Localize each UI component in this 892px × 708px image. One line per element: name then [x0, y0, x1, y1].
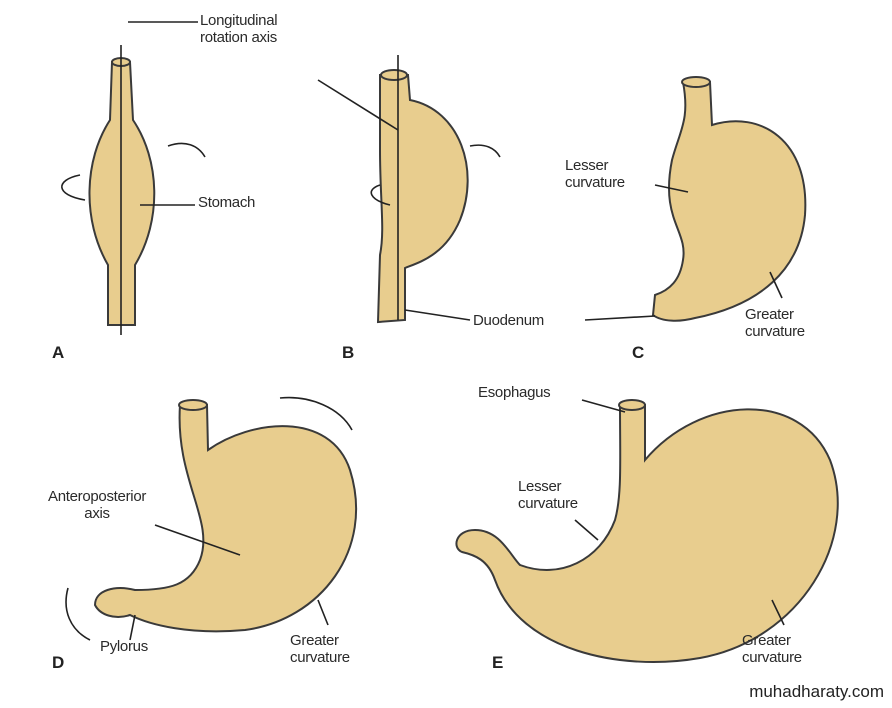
label-line: rotation axis — [200, 29, 277, 46]
label-line: Anteroposterior — [48, 488, 147, 505]
label-line: curvature — [742, 649, 802, 666]
label-line: curvature — [518, 495, 578, 512]
label-line: curvature — [290, 649, 350, 666]
panel-label-b: B — [342, 343, 355, 362]
watermark: muhadharaty.com — [749, 682, 884, 701]
pylorus-label: Pylorus — [100, 638, 148, 655]
stomach-label: Stomach — [198, 194, 256, 211]
rotation-arrow — [167, 142, 206, 158]
rotation-arrow — [61, 174, 86, 201]
panel-label-a: A — [52, 343, 65, 362]
label-line: axis — [84, 505, 110, 522]
label-line: Lesser — [565, 157, 609, 174]
duodenum-label: Duodenum — [473, 312, 544, 329]
stomach-a — [88, 61, 156, 326]
esophagus-label: Esophagus — [478, 384, 551, 401]
label-line: Greater — [745, 306, 794, 323]
label-line: curvature — [565, 174, 625, 191]
label-line: Greater — [290, 632, 339, 649]
label-line: Greater — [742, 632, 791, 649]
stomach-e — [455, 404, 839, 663]
panel-label-e: E — [492, 653, 504, 672]
label-line: curvature — [745, 323, 805, 340]
stomach-b — [376, 74, 469, 324]
panel-label-d: D — [52, 653, 65, 672]
label-line: Longitudinal — [200, 12, 278, 29]
stomach-d — [93, 404, 358, 633]
stomach-c — [651, 81, 807, 322]
panel-label-c: C — [632, 343, 645, 362]
label-line: Lesser — [518, 478, 562, 495]
